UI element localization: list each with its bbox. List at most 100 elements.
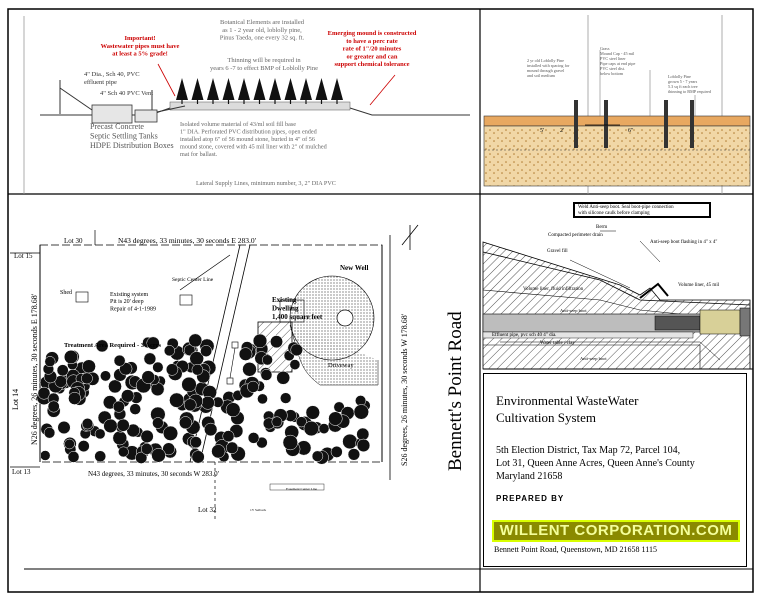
pine-tree-icon (269, 78, 281, 104)
lot-14-label: Lot 14 (11, 389, 20, 410)
tree-icon (189, 436, 202, 449)
east-bearing: S26 degrees, 26 minutes, 30 seconds W 17… (400, 313, 409, 466)
tree-icon (260, 369, 273, 381)
tree-icon (271, 416, 283, 428)
project-location: 5th Election District, Tax Map 72, Parce… (496, 445, 695, 482)
south-bearing: N43 degrees, 33 minutes, 30 seconds W 28… (88, 470, 219, 478)
tree-icon (94, 428, 106, 440)
pine-tree-row (176, 78, 343, 104)
warning-note: Weld Anti-seep boot. Seal boot-pipe conn… (578, 205, 674, 216)
lot-32-label: Lot 32 (198, 506, 217, 514)
section-liner-inf: Volume liner, fluid infiltration (523, 287, 584, 292)
tree-icon (43, 427, 56, 439)
tree-icon (165, 363, 179, 376)
pine-tree-icon (176, 78, 188, 104)
septic-line-label: Septic Center Line (172, 277, 214, 283)
tree-icon (121, 389, 135, 403)
tree-icon (356, 438, 371, 453)
tree-icon (356, 427, 370, 441)
pine-tree-icon (191, 78, 204, 104)
tree-icon (188, 333, 203, 348)
tree-icon (146, 336, 160, 350)
warning-note-box: Weld Anti-seep boot. Seal boot-pipe conn… (573, 202, 711, 218)
tree-icon (191, 363, 204, 376)
tree-icon (140, 429, 154, 443)
tree-icon (47, 400, 60, 413)
tree-icon (247, 380, 260, 393)
detail-dim-1: 5' (540, 128, 544, 134)
pine-tree-icon (253, 78, 266, 104)
tree-icon (252, 333, 268, 349)
treatment-area-trees (36, 333, 371, 465)
detail-dim-3: 6" (628, 128, 634, 134)
tree-icon (305, 405, 320, 420)
tree-icon (225, 402, 241, 418)
pine-tree-icon (222, 78, 235, 104)
title-block: Environmental WasteWater Cultivation Sys… (483, 373, 747, 567)
tree-icon (247, 432, 260, 444)
setback-label: 15' Setback (250, 508, 266, 512)
outer-frame (7, 8, 754, 593)
section-seep-bottom: Anti-seep boot (580, 356, 607, 361)
tree-icon (140, 443, 153, 455)
pine-tree-icon (315, 78, 328, 104)
tree-icon (116, 418, 130, 432)
tree-icon (112, 430, 128, 446)
tree-icon (37, 386, 51, 400)
tree-icon (169, 392, 185, 408)
tree-icon (342, 433, 358, 450)
tree-icon (143, 352, 157, 366)
tree-icon (201, 395, 215, 410)
new-well-label: New Well (340, 264, 369, 272)
tree-icon (129, 403, 141, 415)
tree-icon (141, 370, 155, 384)
lot-30-label: Lot 30 (64, 237, 83, 245)
tree-icon (204, 422, 218, 437)
mound-note: Isolated volume material of 43/ml soil f… (180, 121, 328, 158)
tree-icon (57, 420, 71, 435)
detail-dim-2: 2' (560, 128, 564, 134)
tree-icon (108, 379, 122, 394)
tree-icon (303, 420, 319, 437)
tree-icon (81, 359, 96, 374)
tree-icon (162, 425, 179, 441)
tree-icon (328, 411, 343, 426)
tree-icon (81, 418, 94, 430)
detail-section (483, 15, 751, 194)
tree-icon (68, 391, 82, 405)
north-bearing: N43 degrees, 33 minutes, 30 seconds E 28… (118, 236, 257, 245)
tree-icon (77, 440, 90, 453)
tree-icon (67, 451, 80, 463)
tree-icon (113, 354, 126, 367)
tree-icon (225, 441, 239, 454)
tree-icon (64, 438, 75, 450)
tree-icon (100, 370, 111, 382)
west-bearing: N26 degrees, 26 minutes, 30 seconds E 17… (30, 293, 39, 445)
company-logo: WILLENT CORPORATION.COM (492, 520, 740, 542)
tree-icon (152, 417, 164, 429)
pine-tree-icon (238, 78, 250, 104)
tree-icon (81, 372, 93, 385)
tree-icon (162, 442, 176, 456)
tree-icon (289, 359, 301, 370)
company-address: Bennett Point Road, Queenstown, MD 21658… (494, 545, 657, 554)
tree-icon (94, 450, 107, 463)
tree-icon (282, 434, 298, 451)
tree-icon (238, 347, 253, 361)
tree-icon (118, 446, 129, 458)
tree-icon (152, 361, 164, 373)
site-plan (10, 224, 419, 520)
tree-icon (181, 376, 197, 393)
tree-icon (347, 448, 361, 461)
section-gravel: Gravel fill (547, 249, 568, 254)
